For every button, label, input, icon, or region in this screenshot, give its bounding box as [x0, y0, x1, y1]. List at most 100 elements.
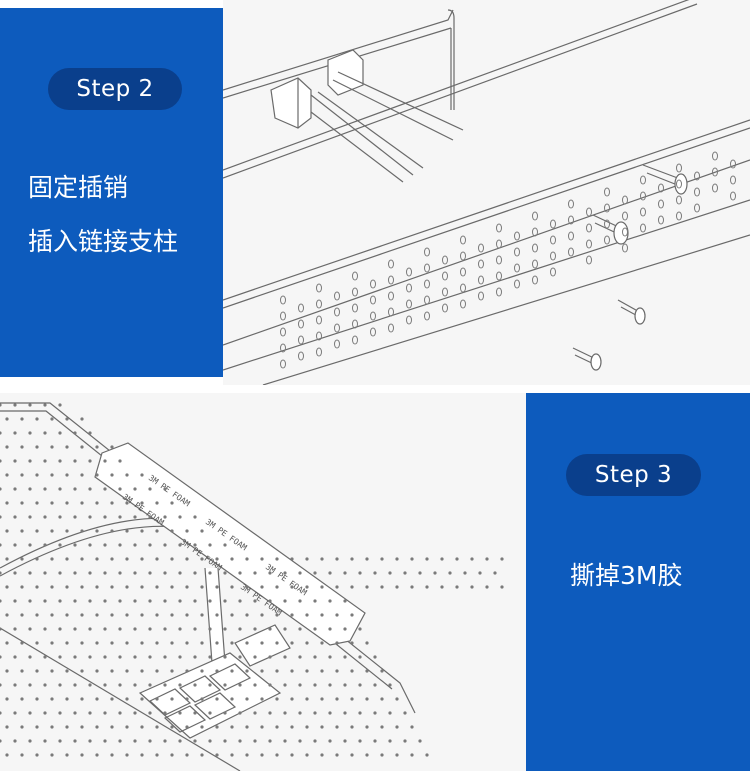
perforation-hole — [586, 223, 592, 233]
perforation-dot — [125, 641, 129, 645]
perforation-dot — [125, 557, 129, 561]
perforation-dot — [238, 739, 242, 743]
perforation-dot — [320, 557, 324, 561]
perforation-hole — [352, 335, 358, 345]
perforation-dot — [193, 515, 197, 519]
perforation-dot — [313, 655, 317, 659]
perforation-dot — [13, 515, 17, 519]
perforation-dot — [313, 627, 317, 631]
perforation-dot — [133, 515, 137, 519]
perforation-dot — [193, 599, 197, 603]
perforation-dot — [425, 753, 429, 757]
perforation-dot — [185, 585, 189, 589]
perforation-hole — [460, 267, 466, 277]
perforation-dot — [13, 683, 17, 687]
perforation-hole — [424, 279, 430, 289]
perforation-hole — [586, 207, 592, 217]
perforation-hole — [586, 239, 592, 249]
perforation-dot — [28, 627, 32, 631]
step-3-panel: Step 3 撕掉3M胶 — [526, 393, 750, 771]
perforation-hole — [280, 327, 286, 337]
perforation-dot — [13, 627, 17, 631]
perforation-dot — [95, 473, 99, 477]
pin-3 — [617, 299, 646, 325]
perforation-dot — [50, 669, 54, 673]
perforation-dot — [140, 697, 144, 701]
perforation-dot — [140, 473, 144, 477]
perforation-dot — [118, 627, 122, 631]
perforation-dot — [305, 557, 309, 561]
perforation-hole — [658, 183, 664, 193]
perforation-dot — [110, 725, 114, 729]
perforation-dot — [380, 753, 384, 757]
perforation-dot — [125, 473, 129, 477]
perforation-dot — [88, 571, 92, 575]
perforation-dot — [223, 627, 227, 631]
perforation-dot — [170, 641, 174, 645]
perforation-dot — [43, 711, 47, 715]
perforation-dot — [58, 571, 62, 575]
perforation-dot — [0, 599, 2, 603]
perforation-dot — [223, 683, 227, 687]
step-2-panel: Step 2 固定插销 插入链接支柱 — [0, 8, 223, 377]
perforation-dot — [238, 655, 242, 659]
perforation-dot — [200, 641, 204, 645]
perforation-hole — [424, 263, 430, 273]
perforation-dot — [380, 585, 384, 589]
perforation-dot — [440, 585, 444, 589]
perforation-dot — [43, 655, 47, 659]
perforation-dot — [20, 445, 24, 449]
perforation-hole — [568, 231, 574, 241]
perforation-hole — [514, 231, 520, 241]
perforation-dot — [88, 459, 92, 463]
perforation-dot — [0, 683, 2, 687]
perforation-dot — [148, 683, 152, 687]
perforation-hole — [730, 159, 736, 169]
perforation-hole — [442, 287, 448, 297]
perforation-dot — [365, 585, 369, 589]
perforation-dot — [230, 669, 234, 673]
perforation-dot — [95, 501, 99, 505]
perforation-dot — [118, 655, 122, 659]
perforation-dot — [43, 739, 47, 743]
perforation-dot — [133, 571, 137, 575]
perforation-dot — [290, 641, 294, 645]
perforation-dot — [133, 487, 137, 491]
perforation-hole — [406, 299, 412, 309]
perforation-dot — [320, 753, 324, 757]
perforation-dot — [125, 753, 129, 757]
perforation-dot — [0, 739, 2, 743]
perforation-dot — [365, 725, 369, 729]
perforation-hole — [640, 175, 646, 185]
perforation-hole — [370, 311, 376, 321]
perforation-hole — [424, 295, 430, 305]
perforation-hole — [496, 223, 502, 233]
perforation-dot — [65, 473, 69, 477]
perforation-dot — [493, 571, 497, 575]
perforation-dot — [313, 711, 317, 715]
perforation-dot — [88, 599, 92, 603]
perforation-dot — [20, 529, 24, 533]
perforation-dot — [155, 529, 159, 533]
perforation-dot — [260, 613, 264, 617]
perforation-dot — [268, 655, 272, 659]
perforation-dot — [73, 683, 77, 687]
perforation-dot — [290, 613, 294, 617]
perforation-dot — [305, 669, 309, 673]
perforation-dot — [478, 571, 482, 575]
perforation-dot — [238, 599, 242, 603]
perforation-dot — [290, 697, 294, 701]
perforation-dot — [65, 445, 69, 449]
perforation-dot — [5, 417, 9, 421]
perforation-dot — [103, 655, 107, 659]
perforation-dot — [110, 473, 114, 477]
perforation-dot — [80, 641, 84, 645]
perforation-dot — [110, 501, 114, 505]
perforation-hole — [550, 235, 556, 245]
perforation-hole — [676, 163, 682, 173]
perforation-dot — [170, 501, 174, 505]
perforation-dot — [425, 585, 429, 589]
perforation-dot — [425, 557, 429, 561]
perforation-hole — [730, 175, 736, 185]
perforation-dot — [358, 711, 362, 715]
